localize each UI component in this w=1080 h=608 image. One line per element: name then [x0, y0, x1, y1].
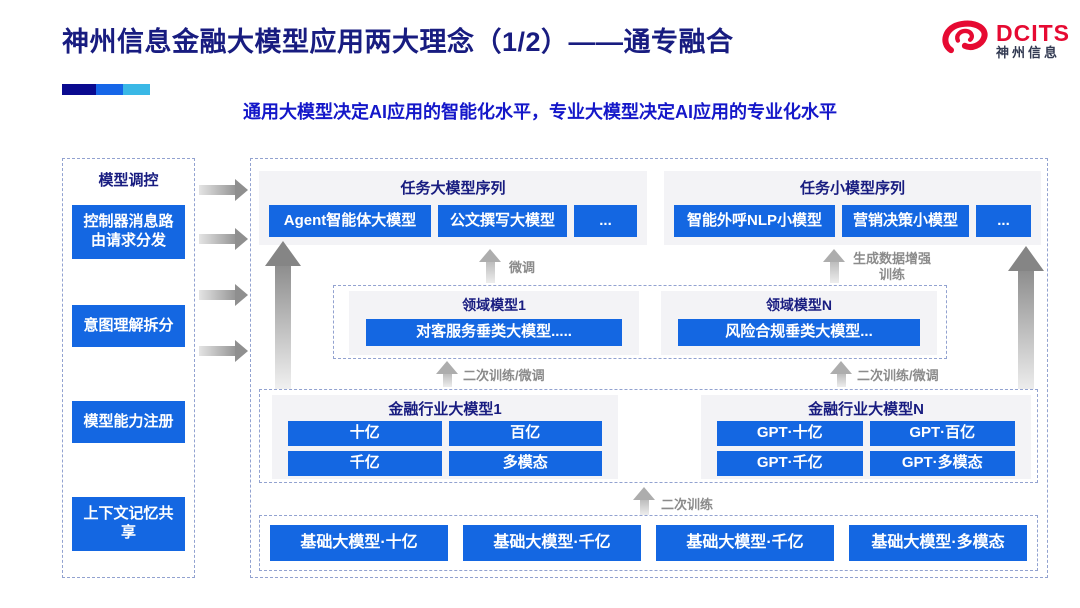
logo-text-en: DCITS [996, 19, 1070, 46]
node-10b-model: 百亿 [448, 421, 602, 446]
base-models-group: 基础大模型·十亿 基础大模型·千亿 基础大模型·千亿 基础大模型·多模态 [259, 515, 1038, 571]
page-title: 神州信息金融大模型应用两大理念（1/2）——通专融合 [62, 27, 734, 57]
up-arrow-icon [265, 241, 301, 391]
node-gpt-10b-model: GPT·百亿 [869, 421, 1015, 446]
node-base-model-multimodal: 基础大模型·多模态 [849, 525, 1027, 561]
domain-models-group: 领域模型1 对客服务垂类大模型..... 领域模型N 风险合规垂类大模型... [333, 285, 947, 359]
node-outbound-nlp-small-model: 智能外呼NLP小模型 [674, 205, 835, 237]
task-small-title: 任务小模型序列 [799, 180, 905, 197]
up-arrow-icon [1008, 246, 1044, 396]
domain-model-1: 领域模型1 对客服务垂类大模型..... [349, 291, 639, 355]
label-secondary-train-finetune-right: 二次训练/微调 [857, 368, 939, 383]
node-more-small-models: ... [976, 205, 1031, 237]
industry-model-n: 金融行业大模型N GPT·十亿 GPT·百亿 GPT·千亿 GPT·多模态 [701, 395, 1031, 479]
slide-subtitle: 通用大模型决定AI应用的智能化水平，专业大模型决定AI应用的专业化水平 [243, 102, 837, 122]
domain-model-1-title: 领域模型1 [462, 297, 526, 313]
model-architecture-diagram: 任务大模型序列 Agent智能体大模型 公文撰写大模型 ... 任务小模型序列 … [250, 158, 1048, 578]
right-arrow-icon [199, 284, 248, 306]
logo-text-cn: 神州信息 [996, 45, 1061, 60]
up-arrow-icon [479, 249, 501, 283]
task-small-model-group: 任务小模型序列 智能外呼NLP小模型 营销决策小模型 ... [664, 171, 1041, 245]
sidebar-item-context-memory: 上下文记忆共享 [72, 497, 185, 551]
node-gpt-1b-model: GPT·十亿 [717, 421, 863, 446]
up-arrow-icon [830, 361, 852, 387]
node-multimodal-model: 多模态 [448, 451, 602, 476]
dcits-swirl-icon [938, 16, 990, 65]
model-control-panel: 模型调控 控制器消息路由请求分发 意图理解拆分 模型能力注册 上下文记忆共享 [62, 158, 195, 578]
node-base-model-1b: 基础大模型·十亿 [270, 525, 448, 561]
industry-model-1: 金融行业大模型1 十亿 百亿 千亿 多模态 [272, 395, 618, 479]
sidebar-item-capability-register: 模型能力注册 [72, 401, 185, 443]
task-large-title: 任务大模型序列 [400, 180, 506, 197]
sidebar-title: 模型调控 [98, 172, 159, 189]
node-base-model-100b-2: 基础大模型·千亿 [656, 525, 834, 561]
up-arrow-icon [823, 249, 845, 283]
node-1b-model: 十亿 [288, 421, 442, 446]
up-arrow-icon [436, 361, 458, 387]
node-more-large-models: ... [574, 205, 637, 237]
node-base-model-100b: 基础大模型·千亿 [463, 525, 641, 561]
node-customer-service-model: 对客服务垂类大模型..... [366, 319, 622, 346]
node-gpt-multimodal-model: GPT·多模态 [869, 451, 1015, 476]
node-marketing-small-model: 营销决策小模型 [842, 205, 969, 237]
domain-model-n-title: 领域模型N [765, 297, 833, 313]
sidebar-item-intent-split: 意图理解拆分 [72, 305, 185, 347]
domain-model-n: 领域模型N 风险合规垂类大模型... [661, 291, 937, 355]
title-accent-bar [62, 84, 150, 95]
sidebar-item-controller-routing: 控制器消息路由请求分发 [72, 205, 185, 259]
task-large-model-group: 任务大模型序列 Agent智能体大模型 公文撰写大模型 ... [259, 171, 647, 245]
right-arrow-icon [199, 340, 248, 362]
label-fine-tune: 微调 [509, 260, 536, 275]
node-agent-large-model: Agent智能体大模型 [269, 205, 431, 237]
industry-models-group: 金融行业大模型1 十亿 百亿 千亿 多模态 金融行业大模型N GPT·十亿 GP… [259, 389, 1038, 483]
label-secondary-train: 二次训练 [661, 497, 714, 512]
node-gpt-100b-model: GPT·千亿 [717, 451, 863, 476]
label-secondary-train-finetune-left: 二次训练/微调 [463, 368, 545, 383]
industry-model-n-title: 金融行业大模型N [808, 401, 924, 418]
up-arrow-icon [633, 487, 655, 515]
node-document-large-model: 公文撰写大模型 [438, 205, 567, 237]
industry-model-1-title: 金融行业大模型1 [388, 401, 502, 418]
dcits-logo: DCITS 神州信息 [938, 16, 1070, 65]
node-100b-model: 千亿 [288, 451, 442, 476]
label-gen-data-training: 生成数据增强训练 [852, 251, 931, 282]
right-arrow-icon [199, 179, 248, 201]
node-risk-compliance-model: 风险合规垂类大模型... [678, 319, 920, 346]
right-arrow-icon [199, 228, 248, 250]
